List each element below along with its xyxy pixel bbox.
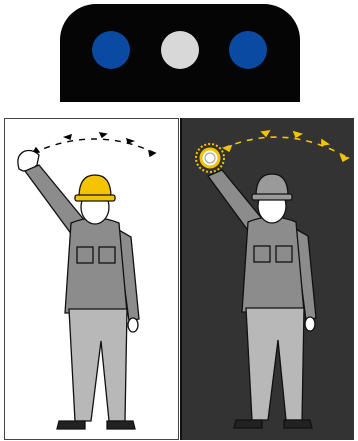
worker-night-figure xyxy=(182,118,354,440)
worker-body-night xyxy=(208,170,316,428)
signal-lamp-center xyxy=(161,31,199,69)
swing-arc-night xyxy=(224,131,348,161)
signal-lamp-left xyxy=(92,31,130,69)
day-signal-panel xyxy=(4,118,179,440)
glowing-light-icon xyxy=(196,144,224,172)
signal-lamp-right xyxy=(229,31,267,69)
night-signal-panel xyxy=(180,118,354,440)
signal-light-panel xyxy=(60,4,300,102)
worker-day-figure xyxy=(5,119,179,440)
swing-arc-day xyxy=(33,133,155,156)
hand-signal-illustrations xyxy=(4,118,354,440)
worker-body xyxy=(25,165,139,429)
